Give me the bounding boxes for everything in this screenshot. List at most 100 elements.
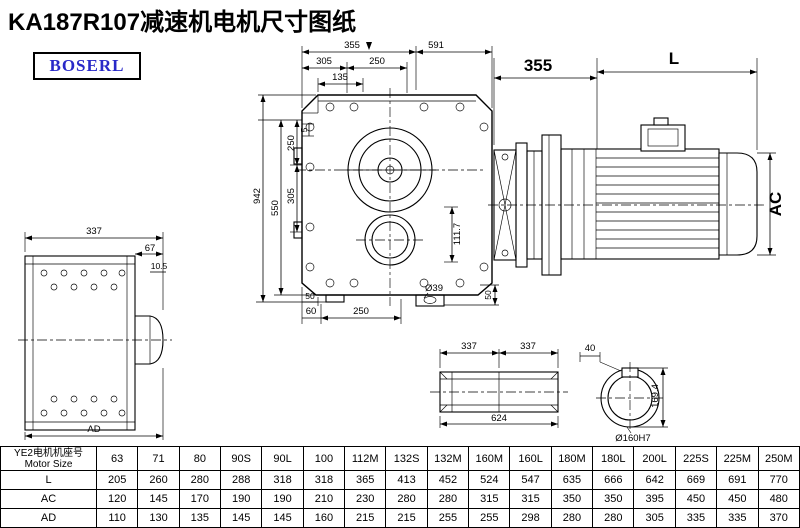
dimension-cell: 145 <box>261 508 304 528</box>
dimension-cell: 450 <box>674 489 718 509</box>
column-header: 132M <box>426 446 470 471</box>
dim-label: 67 <box>145 243 156 254</box>
dimension-cell: 260 <box>137 470 180 490</box>
dimension-cell: 413 <box>385 470 428 490</box>
dimension-cell: 160 <box>302 508 346 528</box>
dim-label: 111.7 <box>452 223 463 245</box>
column-header: 225M <box>716 446 759 471</box>
dimension-cell: 255 <box>468 508 511 528</box>
dimension-cell: 110 <box>95 508 139 528</box>
down-arrow-icon <box>366 42 372 50</box>
brand-logo: BOSERL <box>33 52 141 80</box>
motor-assembly-view: 355 L AC <box>488 49 785 276</box>
terminal-box <box>640 124 686 152</box>
dimension-cell: 315 <box>468 489 511 509</box>
dimension-cell: 288 <box>220 470 263 490</box>
dim-label: Ø39 <box>425 283 443 294</box>
dimension-cell: 215 <box>385 508 428 528</box>
dim-label: 10.5 <box>151 261 168 271</box>
dimension-cell: 395 <box>633 489 676 509</box>
dim-label: 169.4 <box>650 384 661 408</box>
dim-label: 60 <box>306 306 317 317</box>
dim-label: 355 <box>344 40 360 51</box>
page-title: KA187R107减速机电机尺寸图纸 <box>8 9 357 36</box>
dim-label: 250 <box>353 306 369 317</box>
dimension-cell: 120 <box>95 489 139 509</box>
dim-label: 250 <box>369 56 385 67</box>
dimension-cell: 130 <box>137 508 180 528</box>
dimension-cell: 335 <box>674 508 718 528</box>
shaft-section-view: 40 169.4 Ø160H7 <box>579 343 668 444</box>
dimension-cell: 318 <box>302 470 346 490</box>
front-body-outline <box>301 94 493 296</box>
gearbox-side-view: 337 67 10.5 AD <box>18 226 172 440</box>
dimension-cell: 666 <box>592 470 635 490</box>
row-label: AD <box>0 508 97 528</box>
dim-label: 591 <box>428 40 444 51</box>
dimension-cell: 335 <box>716 508 759 528</box>
column-header: 225S <box>674 446 718 471</box>
dimension-cell: 480 <box>757 489 800 509</box>
column-header: 200L <box>633 446 676 471</box>
dimension-cell: 190 <box>220 489 263 509</box>
column-header: 100 <box>302 446 346 471</box>
column-header: 160L <box>509 446 552 471</box>
dim-label: 5 <box>299 127 309 132</box>
dimension-cell: 315 <box>509 489 552 509</box>
dimension-cell: 135 <box>178 508 222 528</box>
dim-label: 305 <box>316 56 332 67</box>
dimension-cell: 145 <box>137 489 180 509</box>
column-header: 63 <box>95 446 139 471</box>
dim-label: 250 <box>286 135 297 151</box>
dimension-cell: 547 <box>509 470 552 490</box>
dim-label: 337 <box>520 341 536 352</box>
row-label: L <box>0 470 97 490</box>
dimension-cell: 280 <box>550 508 594 528</box>
hollow-shaft-view: 337 337 624 <box>430 341 568 428</box>
dim-label: 50 <box>483 290 493 300</box>
dimension-cell: 280 <box>178 470 222 490</box>
output-shaft-boss <box>135 315 164 365</box>
dimension-cell: 635 <box>550 470 594 490</box>
dim-355-label: 355 <box>524 56 552 75</box>
dim-label: 135 <box>332 72 348 83</box>
dimension-cell: 365 <box>344 470 387 490</box>
dimension-cell: 215 <box>344 508 387 528</box>
dimension-cell: 230 <box>344 489 387 509</box>
bottom-lug <box>415 294 445 307</box>
dimension-cell: 452 <box>426 470 470 490</box>
dim-label: 40 <box>585 343 596 354</box>
column-header: 112M <box>344 446 387 471</box>
dimension-cell: 350 <box>592 489 635 509</box>
dimension-cell: 280 <box>426 489 470 509</box>
fan-cover <box>718 152 758 256</box>
dim-L-label: L <box>669 49 679 68</box>
dimension-cell: 669 <box>674 470 718 490</box>
dim-label: 337 <box>86 226 102 237</box>
side-body-outline <box>24 255 136 431</box>
dim-label: 50 <box>305 291 315 301</box>
dim-label: 942 <box>252 188 263 204</box>
dimension-cell: 170 <box>178 489 222 509</box>
column-header: 80 <box>178 446 222 471</box>
dimension-cell: 642 <box>633 470 676 490</box>
column-header: 180L <box>592 446 635 471</box>
dim-label: AD <box>87 424 100 435</box>
dimension-cell: 770 <box>757 470 800 490</box>
dimension-cell: 370 <box>757 508 800 528</box>
dim-label: 337 <box>461 341 477 352</box>
dimension-cell: 318 <box>261 470 304 490</box>
dimension-cell: 145 <box>220 508 263 528</box>
dim-label: 624 <box>491 413 507 424</box>
column-header: 132S <box>385 446 428 471</box>
dimension-cell: 205 <box>95 470 139 490</box>
motor-body <box>560 148 720 260</box>
dim-label: 305 <box>286 188 297 204</box>
dimension-cell: 280 <box>592 508 635 528</box>
